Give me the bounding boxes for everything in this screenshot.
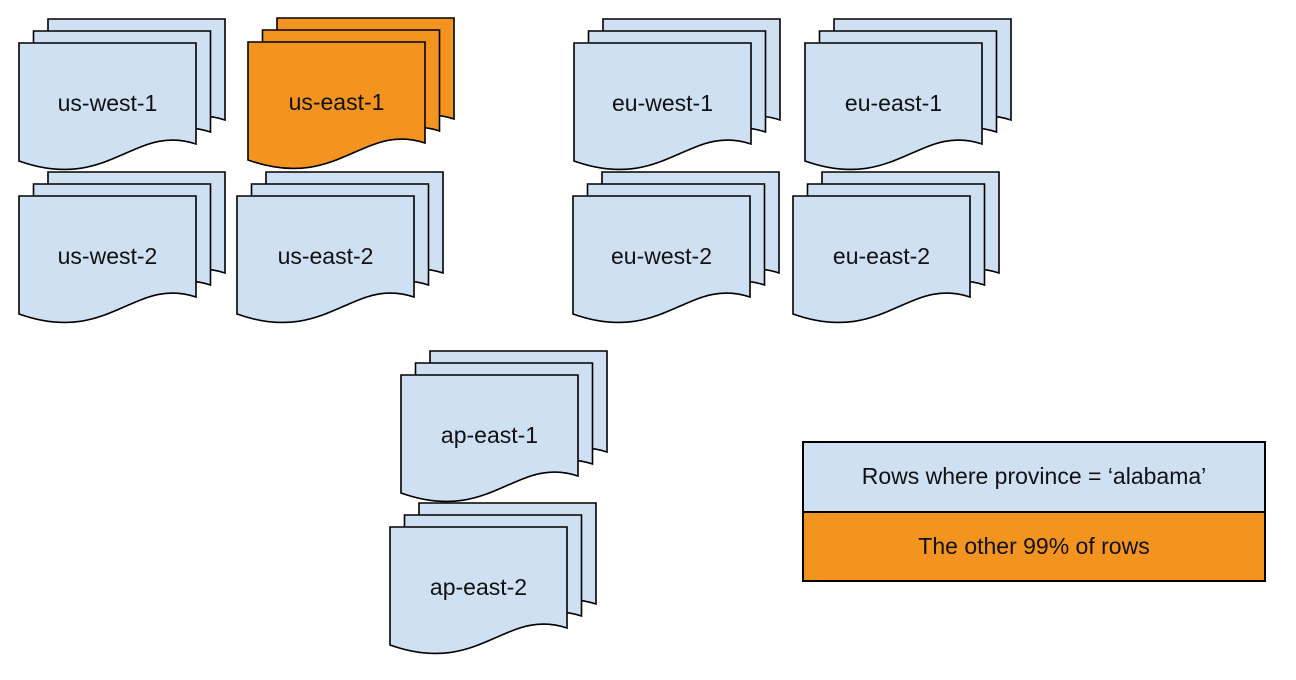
document-shape-front (236, 195, 415, 324)
region-label: us-west-2 (58, 243, 158, 269)
document-shape-front (572, 195, 751, 324)
region-stack-ap-east-1: ap-east-1 (400, 350, 608, 503)
region-stack-eu-east-2: eu-east-2 (792, 171, 1000, 324)
region-label: us-east-2 (278, 243, 374, 269)
legend-item-alabama-rows: Rows where province = ‘alabama’ (804, 443, 1264, 511)
region-label: eu-east-1 (845, 90, 942, 116)
document-shape-front (804, 42, 983, 171)
region-label: eu-west-1 (612, 90, 713, 116)
document-shape-front (792, 195, 971, 324)
region-stack-eu-west-1: eu-west-1 (573, 18, 781, 171)
region-label: eu-east-2 (833, 243, 930, 269)
legend-item-label: Rows where province = ‘alabama’ (861, 463, 1207, 490)
region-stack-us-west-1: us-west-1 (18, 18, 226, 171)
document-shape-front (18, 195, 197, 324)
document-shape-front (400, 374, 579, 503)
document-shape-front (389, 526, 568, 655)
legend: Rows where province = ‘alabama’ The othe… (802, 441, 1266, 582)
document-shape-front (18, 42, 197, 171)
region-stack-ap-east-2: ap-east-2 (389, 502, 597, 655)
document-shape-front (573, 42, 752, 171)
region-label: ap-east-1 (441, 422, 538, 448)
region-label: us-west-1 (58, 90, 158, 116)
region-stack-us-east-1: us-east-1 (247, 17, 455, 170)
document-shape-front (247, 41, 426, 170)
region-stack-eu-east-1: eu-east-1 (804, 18, 1012, 171)
legend-item-label: The other 99% of rows (918, 532, 1150, 559)
region-label: ap-east-2 (430, 574, 527, 600)
region-stack-us-west-2: us-west-2 (18, 171, 226, 324)
region-stack-eu-west-2: eu-west-2 (572, 171, 780, 324)
legend-item-other-rows: The other 99% of rows (804, 510, 1264, 580)
region-label: eu-west-2 (611, 243, 712, 269)
region-label: us-east-1 (289, 89, 385, 115)
region-stack-us-east-2: us-east-2 (236, 171, 444, 324)
